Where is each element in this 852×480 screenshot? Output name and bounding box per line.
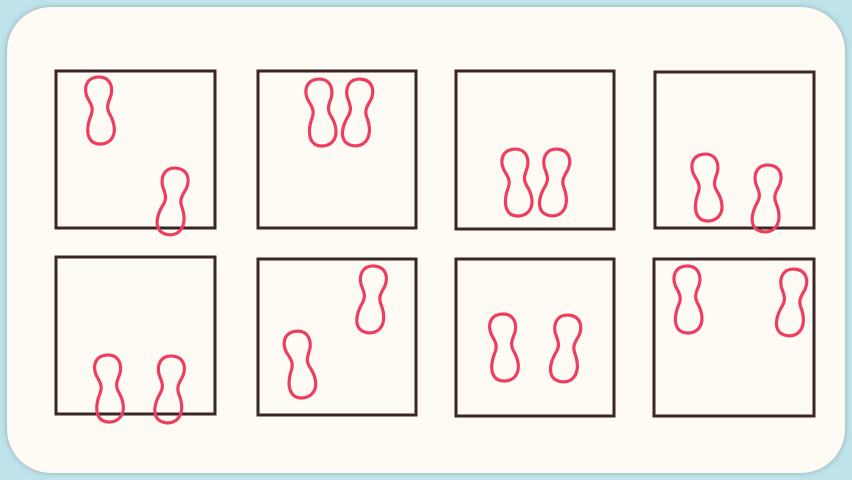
figure-eight-shape-1	[282, 330, 318, 400]
figure-eight-shape-1	[304, 78, 338, 147]
figure-eight-shape-2	[356, 265, 387, 334]
panel-box	[456, 259, 614, 416]
figure-eight-shape-2	[549, 314, 581, 383]
diagram-panel-7	[456, 259, 614, 416]
diagram-panel-8	[654, 259, 814, 416]
diagram-panel-6	[258, 259, 416, 415]
figure-eight-shape-2	[538, 148, 570, 217]
figure-eight-shape-2	[341, 78, 373, 147]
diagram-card	[7, 7, 845, 473]
panel-box	[56, 257, 215, 414]
panel-box	[258, 71, 416, 228]
figure-eight-shape-1	[84, 76, 115, 145]
panel-box	[654, 259, 814, 416]
diagram-panel-1	[56, 71, 215, 236]
panel-box	[56, 71, 215, 228]
panel-box	[456, 71, 614, 229]
figure-eight-shape-2	[752, 164, 782, 232]
diagram-panel-3	[456, 71, 614, 229]
figure-eight-shape-1	[488, 313, 519, 382]
figure-eight-shape-2	[775, 268, 807, 337]
diagram-panel-4	[655, 72, 814, 233]
figure-eight-shape-1	[500, 148, 534, 217]
diagram-canvas	[7, 7, 845, 473]
figure-eight-shape-2	[156, 167, 190, 236]
panel-box	[655, 72, 814, 228]
panel-box	[258, 259, 416, 415]
diagram-panel-2	[258, 71, 416, 228]
figure-eight-shape-1	[690, 153, 724, 222]
figure-eight-shape-1	[673, 265, 703, 333]
diagram-panel-5	[56, 257, 215, 424]
